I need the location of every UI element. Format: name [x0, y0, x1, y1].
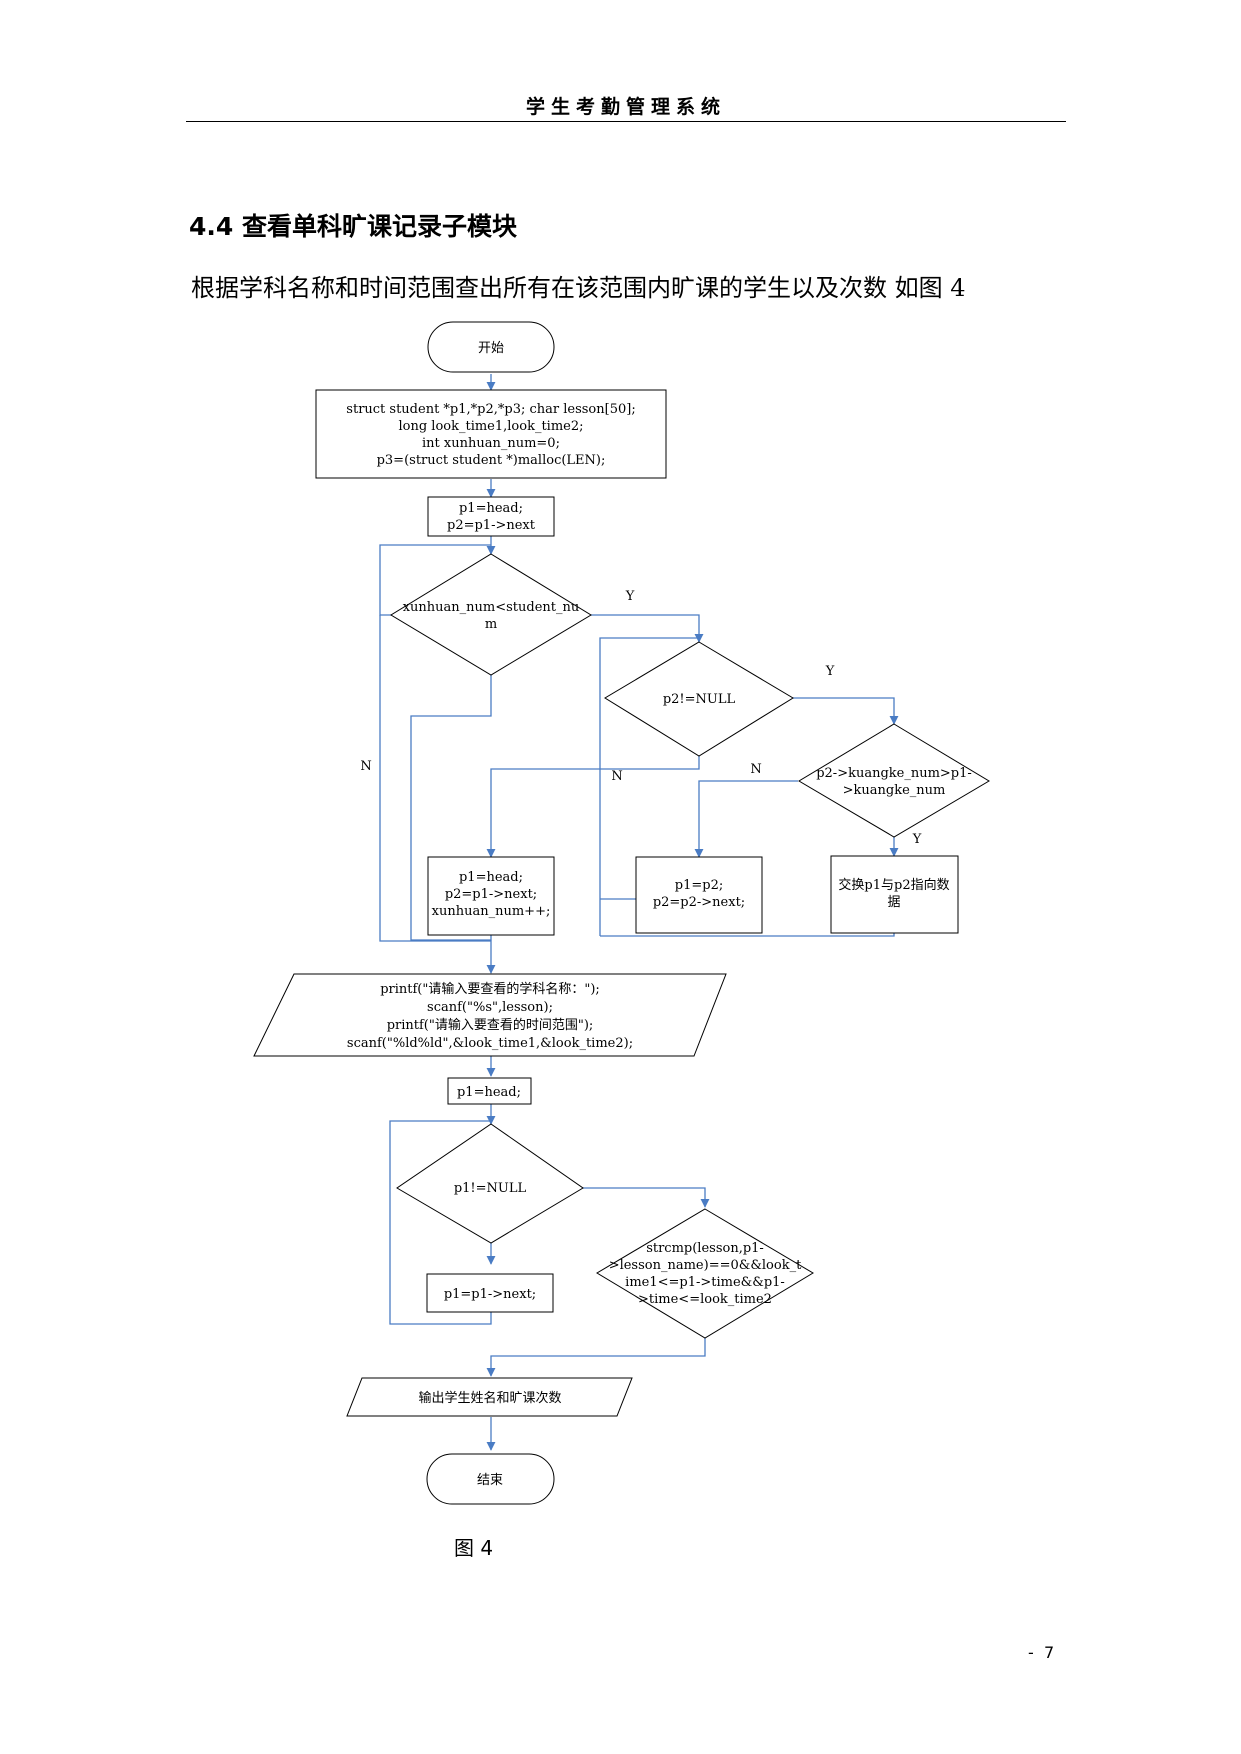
swap-line-1: 交换p1与p2指向数: [838, 877, 949, 893]
init-box: [315, 389, 667, 479]
start-terminator: [427, 321, 555, 373]
output-label: 输出学生姓名和旷课次数: [418, 1390, 561, 1406]
p1-cond-label: p1!=NULL: [454, 1181, 527, 1196]
flowchart-connectors: [379, 374, 899, 1451]
arrow-loop-no-down: [379, 615, 496, 974]
input-line-2: scanf("%s",lesson);: [427, 1000, 553, 1015]
reset-line-1: p1=head;: [459, 870, 523, 885]
set-p1-box: [447, 1077, 532, 1105]
match-cond-line-3: ime1<=p1->time&&p1-: [625, 1275, 785, 1290]
label-y-loop: Y: [625, 589, 635, 604]
body-paragraph: 根据学科名称和时间范围查出所有在该范围内旷课的学生以及次数 如图 4: [191, 274, 966, 302]
match-cond-line-1: strcmp(lesson,p1-: [646, 1241, 764, 1256]
start-label: 开始: [478, 341, 504, 356]
section-heading: 4.4 查看单科旷课记录子模块: [189, 212, 517, 241]
compare-cond-line-2: >kuangke_num: [843, 783, 946, 798]
end-label: 结束: [477, 1473, 503, 1488]
loop-decision: [390, 553, 592, 676]
label-y-p2: Y: [825, 664, 835, 679]
advance-box: [635, 856, 763, 934]
match-decision: [596, 1208, 814, 1339]
p2-decision: [604, 641, 794, 757]
arrow-compare-no: [694, 780, 798, 858]
reset-line-3: xunhuan_num++;: [432, 904, 551, 919]
arrow-loop-yes: [591, 614, 704, 643]
line-next-loopback: [389, 1120, 492, 1325]
input-line-1: printf("请输入要查看的学科名称：");: [380, 981, 600, 997]
init-line-4: p3=(struct student *)malloc(LEN);: [377, 453, 606, 468]
input-parallelogram: [253, 973, 727, 1057]
label-n-loop: N: [360, 759, 371, 774]
running-header: 学生考勤管理系统: [525, 96, 726, 118]
end-terminator: [426, 1453, 555, 1505]
figure-caption: 图 4: [454, 1536, 494, 1560]
label-y-compare: Y: [912, 832, 922, 847]
reset-box: [427, 856, 555, 936]
set-p1-p2-box: [427, 496, 555, 537]
compare-decision: [798, 723, 990, 838]
compare-cond-line-1: p2->kuangke_num>p1-: [816, 766, 972, 781]
loop-cond-line-1: xunhuan_num<student_nu: [403, 600, 580, 615]
init-line-1: struct student *p1,*p2,*p3; char lesson[…: [346, 402, 635, 417]
label-n-compare: N: [750, 762, 761, 777]
match-cond-line-4: >time<=look_time2: [638, 1292, 772, 1307]
arrow-cond-yes: [583, 1187, 710, 1208]
label-n-p2: N: [611, 769, 622, 784]
next-box: [426, 1273, 554, 1313]
next-label: p1=p1->next;: [444, 1287, 536, 1302]
advance-line-2: p2=p2->next;: [653, 895, 745, 910]
p2-cond-label: p2!=NULL: [663, 692, 736, 707]
line-swap-loopback: [600, 933, 895, 937]
init-line-2: long look_time1,look_time2;: [398, 419, 583, 434]
advance-line-1: p1=p2;: [675, 878, 723, 893]
flowchart-texts: 开始 struct student *p1,*p2,*p3; char less…: [346, 341, 972, 1488]
line-reset-loopback: [410, 675, 492, 941]
set-p1-p2-line-2: p2=p1->next: [447, 518, 536, 533]
line-advance-loopback: [599, 637, 699, 936]
arrow-p2-yes: [793, 697, 899, 725]
arrow-match-to-output: [486, 1338, 706, 1377]
p1-decision: [396, 1123, 584, 1244]
set-p1-label: p1=head;: [457, 1085, 521, 1100]
arrow-p2-no: [486, 756, 700, 858]
match-cond-line-2: >lesson_name)==0&&look_t: [609, 1258, 802, 1273]
output-parallelogram: [346, 1377, 633, 1417]
header-rule: [186, 121, 1066, 122]
flowchart-shapes: [253, 321, 990, 1505]
input-line-3: printf("请输入要查看的时间范围");: [387, 1017, 594, 1033]
swap-box: [830, 855, 959, 934]
reset-line-2: p2=p1->next;: [445, 887, 537, 902]
page-number: - 7: [1028, 1643, 1055, 1662]
init-line-3: int xunhuan_num=0;: [422, 436, 560, 451]
input-line-4: scanf("%ld%ld",&look_time1,&look_time2);: [347, 1036, 633, 1051]
loop-cond-line-2: m: [485, 617, 497, 632]
swap-line-2: 据: [887, 895, 900, 910]
set-p1-p2-line-1: p1=head;: [459, 501, 523, 516]
